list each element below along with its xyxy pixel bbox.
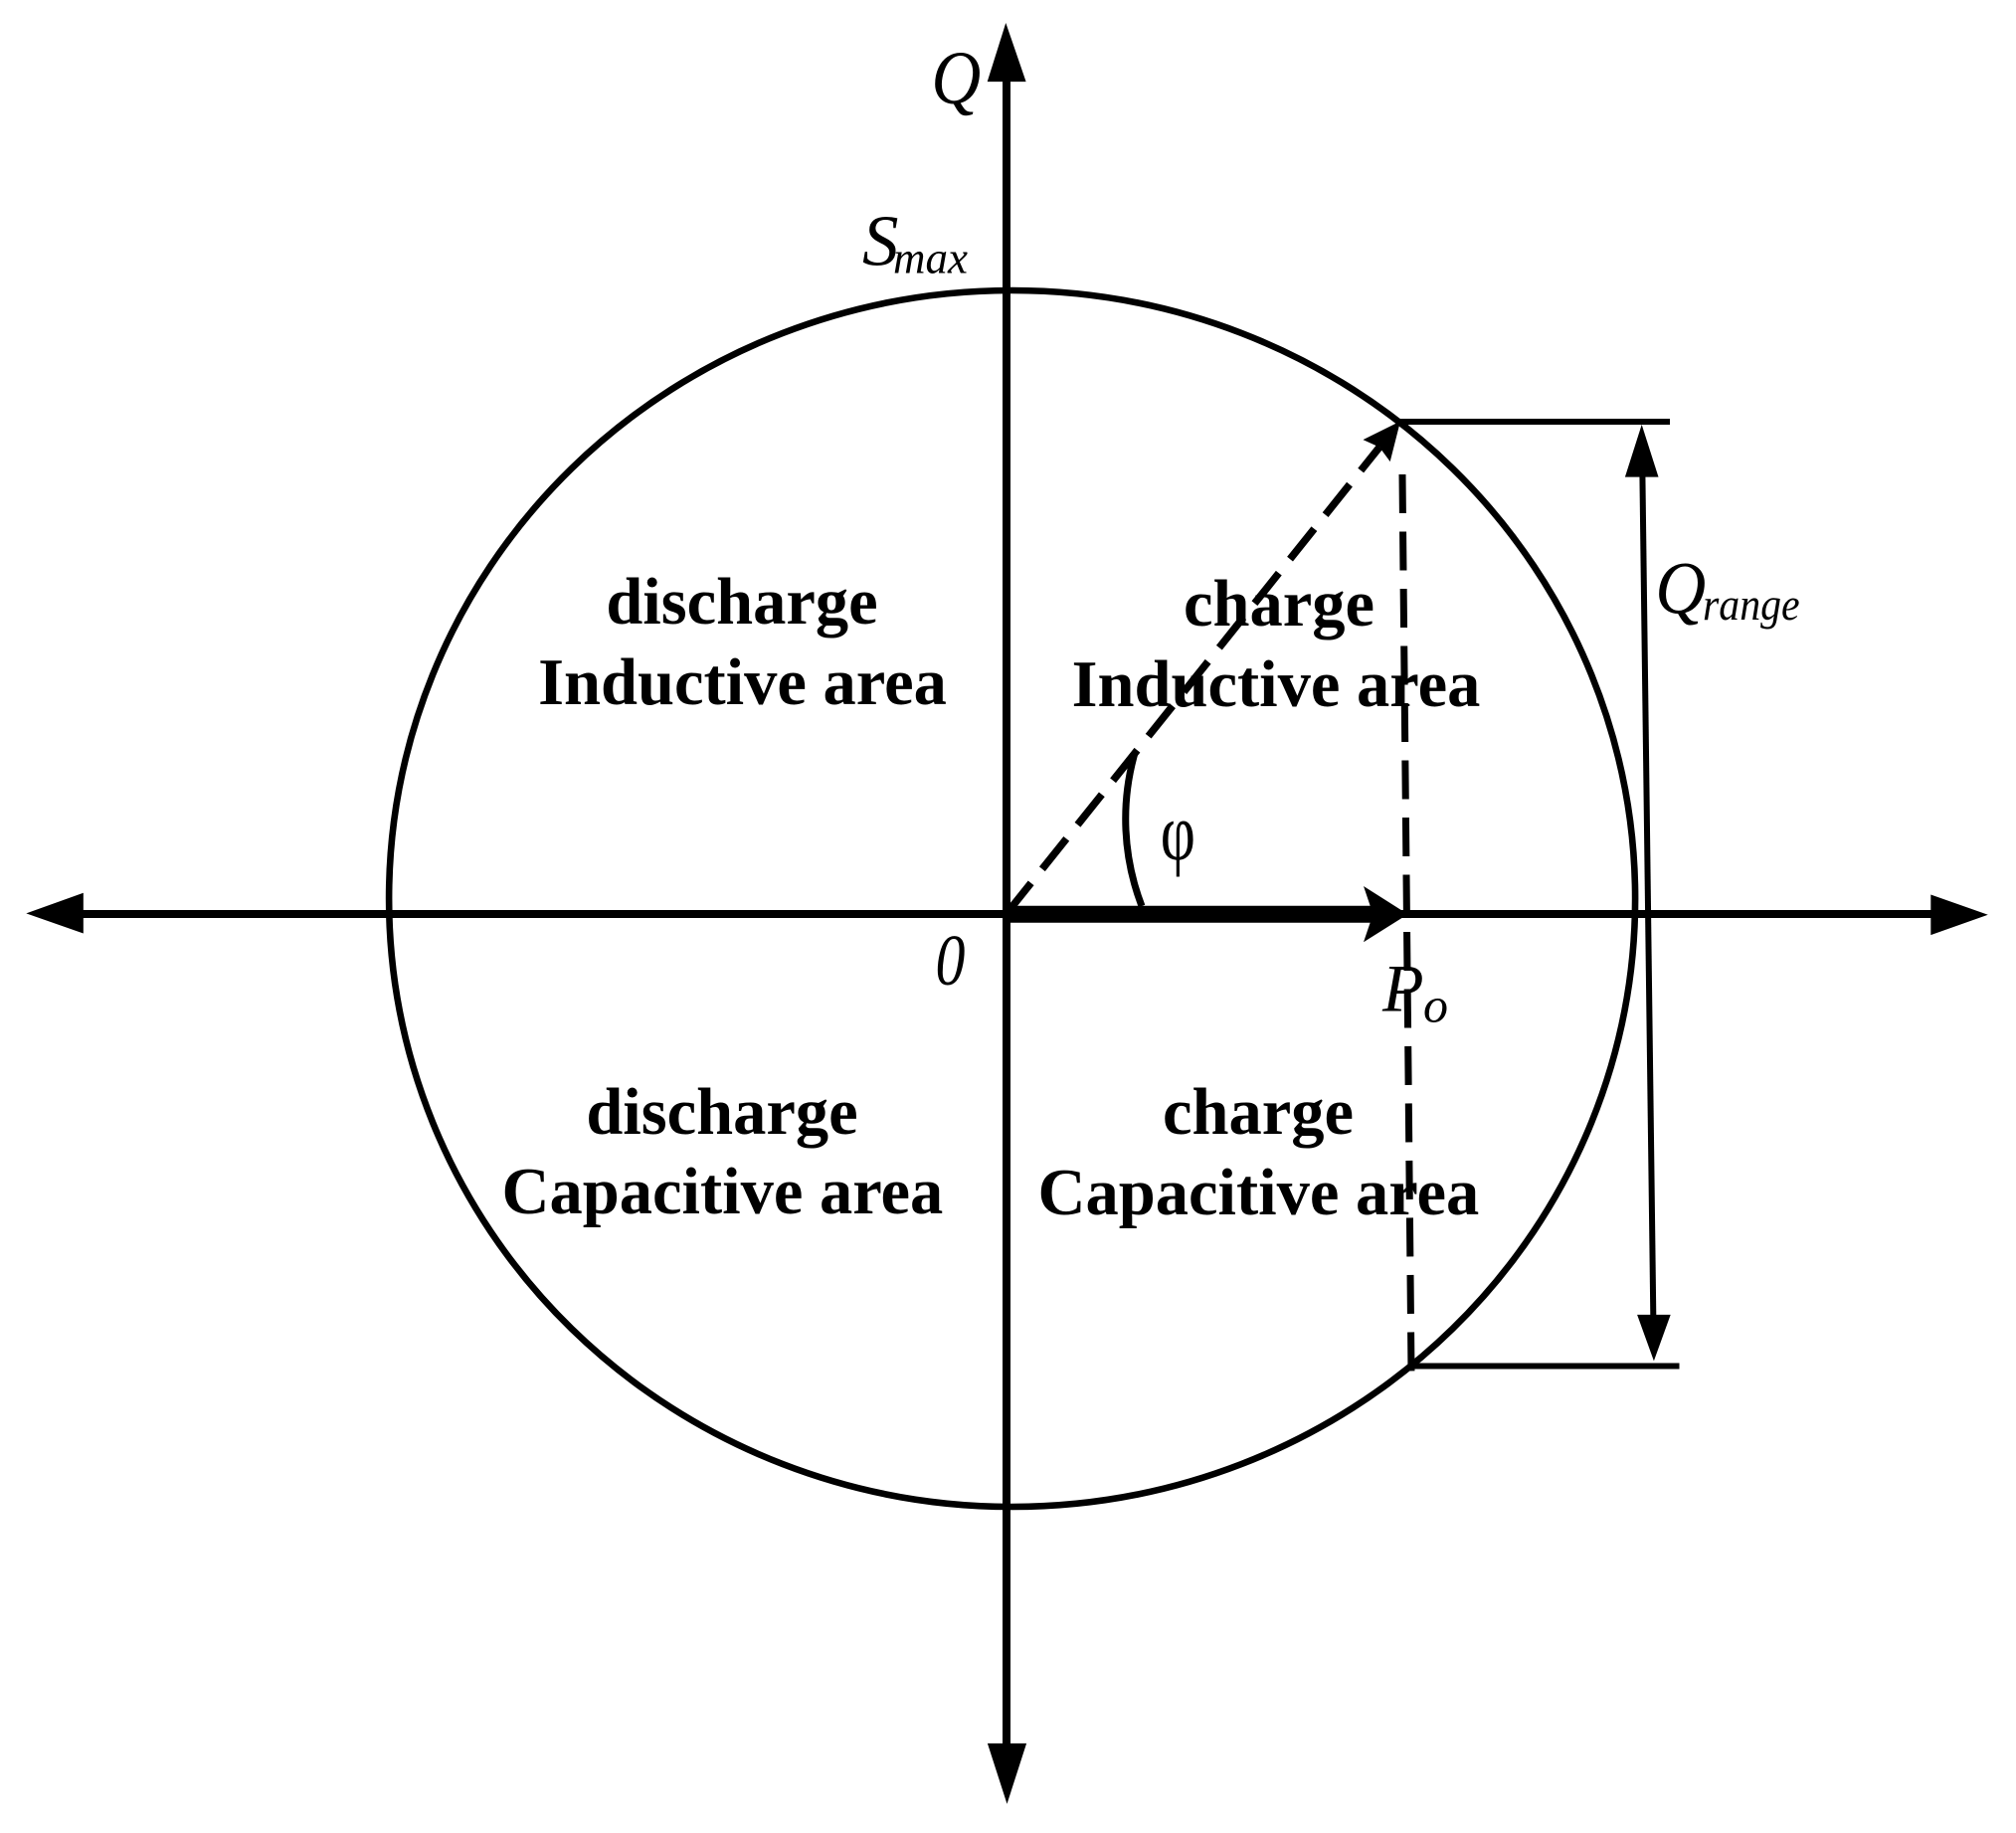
svg-text:φ: φ	[1161, 787, 1195, 877]
svg-text:Q: Q	[1655, 546, 1706, 629]
svg-text:o: o	[1423, 978, 1448, 1033]
svg-text:discharge: discharge	[586, 1076, 857, 1149]
svg-text:Inductive area: Inductive area	[1072, 648, 1481, 721]
svg-text:discharge: discharge	[606, 566, 877, 639]
svg-text:P: P	[1381, 950, 1424, 1025]
svg-text:max: max	[893, 234, 968, 283]
svg-text:Capacitive area: Capacitive area	[501, 1156, 943, 1228]
svg-text:Inductive area: Inductive area	[538, 646, 947, 719]
svg-text:Q: Q	[931, 36, 981, 120]
svg-text:0: 0	[936, 922, 966, 1002]
svg-text:S: S	[862, 201, 899, 281]
svg-text:Capacitive area: Capacitive area	[1037, 1157, 1479, 1229]
svg-text:charge: charge	[1163, 1076, 1354, 1149]
svg-text:charge: charge	[1184, 568, 1375, 641]
svg-text:range: range	[1703, 581, 1800, 631]
